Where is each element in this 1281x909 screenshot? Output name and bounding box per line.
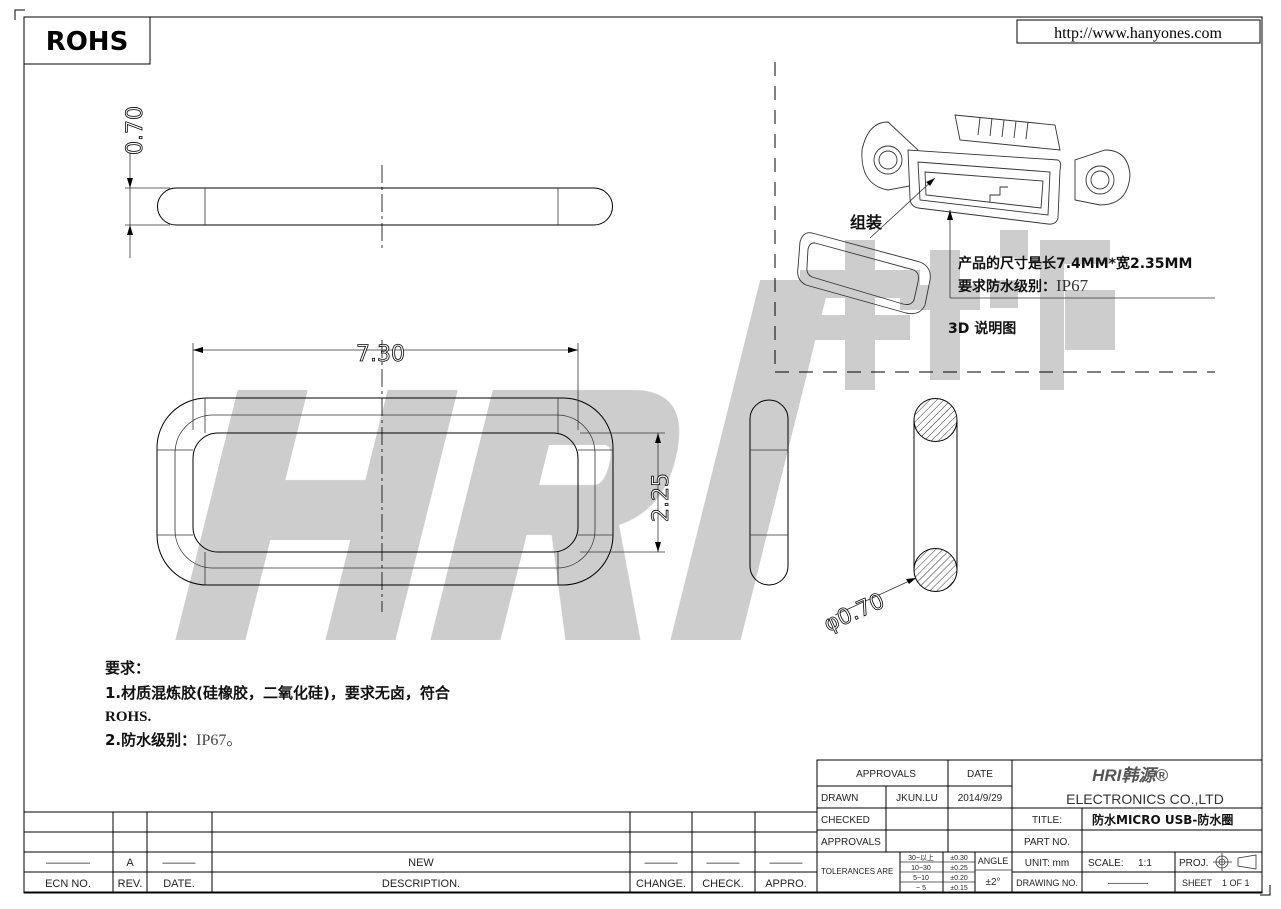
svg-text:APPROVALS: APPROVALS — [821, 837, 881, 848]
header-appro: APPRO. — [765, 878, 807, 890]
svg-text:———: ——— — [770, 857, 803, 869]
connector-3d-illustration — [861, 114, 1131, 225]
sheet-border — [23, 16, 1263, 894]
company-name: ELECTRONICS CO.,LTD — [1066, 791, 1224, 807]
svg-text:5~10: 5~10 — [913, 875, 929, 882]
svg-text:PROJ.: PROJ. — [1179, 858, 1208, 869]
requirements-notes: 要求： 1.材质混炼胶(硅橡胶，二氧化硅)，要求无卤，符合 ROHS. 2.防水… — [105, 659, 451, 749]
svg-text:JKUN.LU: JKUN.LU — [896, 793, 938, 804]
svg-text:————: ———— — [46, 857, 90, 869]
assembly-leader — [869, 177, 936, 239]
revision-table: ———— A ——— NEW ——— ——— ——— ECN NO. REV. … — [23, 811, 818, 893]
svg-text:±0.25: ±0.25 — [950, 865, 968, 872]
svg-text:DATE: DATE — [967, 769, 993, 780]
svg-text:CHECKED: CHECKED — [821, 815, 870, 826]
svg-text:APPROVALS: APPROVALS — [856, 769, 916, 780]
dim-section-diameter: φ0.70 — [820, 589, 888, 638]
drawing-title: 防水MICRO USB-防水圈 — [1092, 812, 1233, 827]
svg-text:10~30: 10~30 — [911, 865, 931, 872]
svg-text:1.材质混炼胶(硅橡胶，二氧化硅)，要求无卤，符合: 1.材质混炼胶(硅橡胶，二氧化硅)，要求无卤，符合 — [105, 684, 451, 702]
svg-text:2014/9/29: 2014/9/29 — [958, 793, 1003, 804]
dim-thickness: 0.70 — [123, 106, 148, 155]
svg-text:ROHS.: ROHS. — [105, 709, 152, 725]
header-ecn: ECN NO. — [45, 878, 91, 890]
title-block: APPROVALS DATE DRAWN JKUN.LU 2014/9/29 C… — [816, 759, 1263, 893]
svg-text:———: ——— — [707, 857, 740, 869]
3d-view-label: 3D 说明图 — [948, 320, 1016, 337]
svg-text:TITLE:: TITLE: — [1032, 815, 1062, 826]
product-size-text: 产品的尺寸是长7.4MM*宽2.35MM — [958, 255, 1192, 272]
projection-symbol-icon — [1213, 853, 1257, 871]
header-description: DESCRIPTION. — [382, 878, 460, 890]
dim-length: 7.30 — [356, 342, 405, 367]
size-leader — [949, 210, 1215, 299]
svg-text:1:1: 1:1 — [1138, 858, 1152, 869]
svg-text:30~以上: 30~以上 — [908, 853, 934, 862]
header-change: CHANGE. — [636, 878, 686, 890]
svg-text:A: A — [126, 857, 134, 869]
svg-text:SHEET: SHEET — [1182, 878, 1213, 888]
dim-width: 2.25 — [649, 473, 674, 522]
svg-text:DRAWING NO.: DRAWING NO. — [1016, 878, 1078, 888]
front-view: 7.30 2.25 — [156, 340, 674, 612]
svg-text:ANGLE: ANGLE — [978, 856, 1009, 866]
waterproof-text: 要求防水级别：IP67 — [958, 276, 1089, 295]
svg-text:±0.15: ±0.15 — [950, 885, 968, 892]
rohs-box — [23, 16, 151, 65]
svg-text:要求：: 要求： — [105, 659, 150, 677]
svg-text:TOLERANCES ARE: TOLERANCES ARE — [821, 867, 893, 876]
svg-text:————: ———— — [1108, 878, 1148, 889]
svg-text:SCALE:: SCALE: — [1088, 858, 1124, 869]
svg-text:PART NO.: PART NO. — [1024, 837, 1070, 848]
svg-text:~ 5: ~ 5 — [916, 885, 926, 892]
svg-text:DRAWN: DRAWN — [821, 793, 858, 804]
svg-text:2.防水级别：IP67。: 2.防水级别：IP67。 — [105, 731, 242, 749]
company-logo: HRI韩源® — [1092, 766, 1168, 785]
assembly-label: 组装 — [850, 213, 882, 232]
svg-text:———: ——— — [163, 857, 196, 869]
svg-text:±0.20: ±0.20 — [950, 875, 968, 882]
corner-mark — [14, 9, 25, 20]
svg-text:———: ——— — [645, 857, 678, 869]
svg-text:1 OF 1: 1 OF 1 — [1222, 878, 1250, 888]
svg-text:UNIT: mm: UNIT: mm — [1025, 858, 1069, 869]
svg-text:±0.30: ±0.30 — [950, 855, 968, 862]
corner-mark — [1260, 885, 1271, 896]
rohs-label: ROHS — [46, 27, 129, 57]
url-box — [1016, 19, 1261, 44]
svg-text:NEW: NEW — [408, 857, 434, 869]
top-view: 0.70 — [123, 106, 613, 258]
svg-text:±2°: ±2° — [985, 877, 1000, 888]
website-url[interactable]: http://www.hanyones.com — [1054, 25, 1222, 42]
header-rev: REV. — [118, 878, 143, 890]
header-check: CHECK. — [702, 878, 744, 890]
section-view: φ0.70 — [820, 398, 958, 638]
header-date: DATE. — [163, 878, 195, 890]
side-view — [749, 399, 789, 586]
gasket-3d-illustration — [797, 232, 931, 315]
